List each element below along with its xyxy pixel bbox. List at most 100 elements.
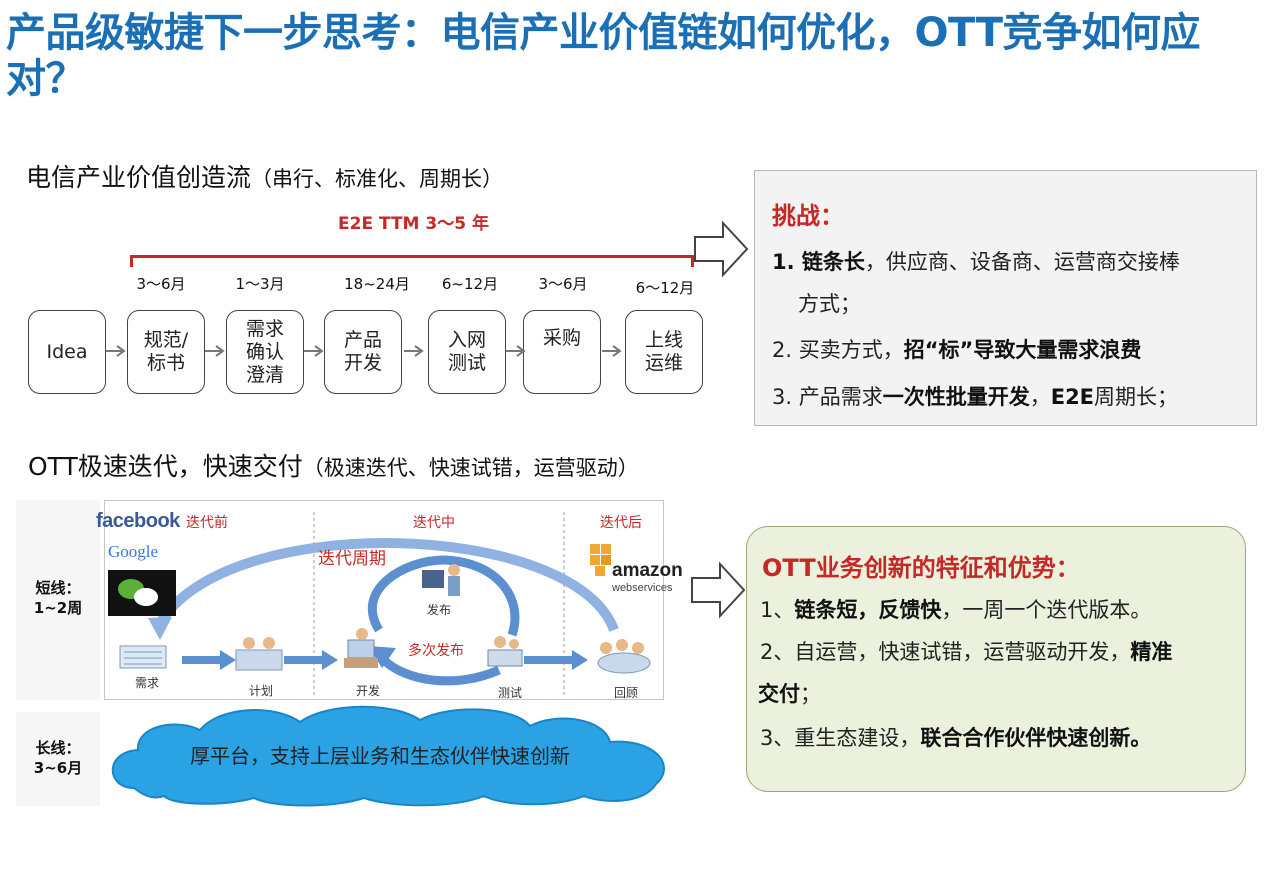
challenge-item-3: 3. 产品需求一次性批量开发，E2E周期长； — [772, 381, 1178, 411]
telecom-heading-main: 电信产业价值创造流 — [26, 163, 251, 192]
challenge-text: ，供应商、设备商、运营商交接棒 — [865, 250, 1180, 274]
process-arrow-icon — [602, 344, 624, 358]
amazon-logo: amazon — [612, 560, 683, 582]
challenge-item-1-cont: 方式； — [798, 288, 861, 318]
step-line: 入网 — [448, 329, 486, 352]
tag-line: 1~2周 — [16, 598, 100, 618]
challenge-emphasis: 链条长 — [802, 250, 865, 274]
telecom-heading-paren: （串行、标准化、周期长） — [251, 167, 503, 191]
process-arrow-icon — [404, 344, 426, 358]
stage-label-dev: 开发 — [356, 682, 380, 699]
plan-meeting-icon — [236, 637, 282, 670]
process-step-network-test: 入网测试 — [428, 310, 506, 394]
flow-head-icon — [572, 650, 588, 670]
duration-label: 3～6月 — [116, 273, 206, 294]
advantage-item-2-cont: 交付； — [758, 678, 821, 708]
tester-icon — [488, 636, 522, 666]
duration-label: 3～6月 — [518, 273, 608, 294]
advantages-title: OTT业务创新的特征和优势： — [762, 548, 1080, 583]
step-line: 上线 — [645, 329, 683, 352]
advantage-text: 1、 — [760, 598, 794, 622]
ott-heading-paren: （极速迭代、快速试错，运营驱动） — [303, 456, 639, 480]
challenge-emphasis: 一次性批量开发 — [883, 385, 1030, 409]
stage-label-release: 发布 — [427, 601, 451, 618]
tag-line: 3~6月 — [16, 758, 100, 778]
process-arrow-icon — [205, 344, 227, 358]
phase-after: 迭代后 — [600, 512, 642, 532]
challenges-title: 挑战： — [772, 196, 844, 231]
advantage-text: 3、重生态建设， — [760, 726, 920, 750]
step-line: 产品 — [344, 329, 382, 352]
advantage-item-2: 2、自运营，快速试错，运营驱动开发，精准 — [760, 636, 1172, 666]
phase-before: 迭代前 — [186, 512, 228, 532]
process-step-idea: Idea — [28, 310, 106, 394]
advantage-emphasis: 链条短，反馈快 — [794, 598, 941, 622]
process-step-procurement: 采购 — [523, 310, 601, 394]
process-arrow-icon — [304, 344, 326, 358]
duration-label: 6~12月 — [425, 273, 515, 294]
developer-icon — [344, 628, 378, 668]
step-line: 标书 — [144, 352, 188, 375]
challenge-emphasis: 招“标”导致大量需求浪费 — [904, 338, 1142, 362]
step-line: 需求 — [246, 318, 284, 341]
flow-head-icon — [220, 650, 236, 670]
advantage-emphasis: 联合合作伙伴快速创新。 — [920, 726, 1151, 750]
phase-during: 迭代中 — [413, 512, 455, 532]
stage-label-review: 回顾 — [614, 684, 638, 701]
step-line: 采购 — [543, 327, 581, 350]
advantage-text: ，一周一个迭代版本。 — [941, 598, 1151, 622]
cloud-text: 厚平台，支持上层业务和生态伙伴快速创新 — [190, 740, 570, 769]
challenge-text: 3. 产品需求 — [772, 385, 883, 409]
step-line: 规范/ — [144, 329, 188, 352]
item-number: 1. — [772, 250, 802, 274]
advantage-item-3: 3、重生态建设，联合合作伙伴快速创新。 — [760, 722, 1151, 752]
long-line-tag: 长线： 3~6月 — [16, 712, 100, 806]
step-line: Idea — [47, 341, 88, 364]
process-step-development: 产品开发 — [324, 310, 402, 394]
challenge-item-1: 1. 链条长，供应商、设备商、运营商交接棒 — [772, 246, 1180, 276]
tag-line: 长线： — [16, 738, 100, 758]
challenge-item-2: 2. 买卖方式，招“标”导致大量需求浪费 — [772, 334, 1141, 364]
requirement-doc-icon — [120, 646, 166, 668]
step-line: 运维 — [645, 352, 683, 375]
ott-heading-main: OTT极速迭代，快速交付 — [28, 452, 303, 481]
process-arrow-icon — [506, 344, 528, 358]
right-arrow-icon — [693, 219, 749, 279]
release-icon — [422, 564, 460, 596]
multi-release-label: 多次发布 — [408, 640, 464, 660]
process-step-requirement: 需求确认澄清 — [226, 310, 304, 394]
stage-label-test: 测试 — [498, 684, 522, 701]
stage-label-plan: 计划 — [249, 682, 273, 699]
duration-label: 1～3月 — [215, 273, 305, 294]
step-line: 开发 — [344, 352, 382, 375]
step-line: 澄清 — [246, 364, 284, 387]
slide-title: 产品级敏捷下一步思考：电信产业价值链如何优化，OTT竞争如何应对？ — [6, 10, 1274, 102]
challenge-emphasis: E2E — [1051, 385, 1094, 409]
facebook-logo: facebook — [96, 510, 180, 533]
challenge-text: 2. 买卖方式， — [772, 338, 904, 362]
right-arrow-icon — [690, 560, 746, 620]
review-meeting-icon — [598, 639, 650, 673]
advantage-text: 2、自运营，快速试错，运营驱动开发， — [760, 640, 1130, 664]
advantage-emphasis: 交付 — [758, 682, 800, 706]
ttm-bracket — [130, 255, 694, 267]
cycle-label: 迭代周期 — [318, 544, 386, 569]
advantage-text: ； — [800, 682, 821, 706]
duration-label: 6～12月 — [620, 277, 710, 298]
advantage-item-1: 1、链条短，反馈快，一周一个迭代版本。 — [760, 594, 1151, 624]
cycle-arrow — [384, 660, 499, 681]
advantage-emphasis: 精准 — [1130, 640, 1172, 664]
short-line-tag: 短线： 1~2周 — [16, 500, 100, 700]
challenge-text: ， — [1030, 385, 1051, 409]
wechat-logo-icon — [108, 570, 176, 616]
challenge-text: 周期长； — [1094, 385, 1178, 409]
process-step-operation: 上线运维 — [625, 310, 703, 394]
process-step-spec: 规范/标书 — [127, 310, 205, 394]
google-logo: Google — [108, 542, 158, 562]
step-line: 确认 — [246, 341, 284, 364]
arc-head-icon — [148, 617, 172, 640]
ttm-label: E2E TTM 3～5 年 — [338, 209, 489, 234]
step-line: 测试 — [448, 352, 486, 375]
aws-logo: webservices — [612, 582, 673, 594]
stage-label-requirement: 需求 — [135, 674, 159, 691]
